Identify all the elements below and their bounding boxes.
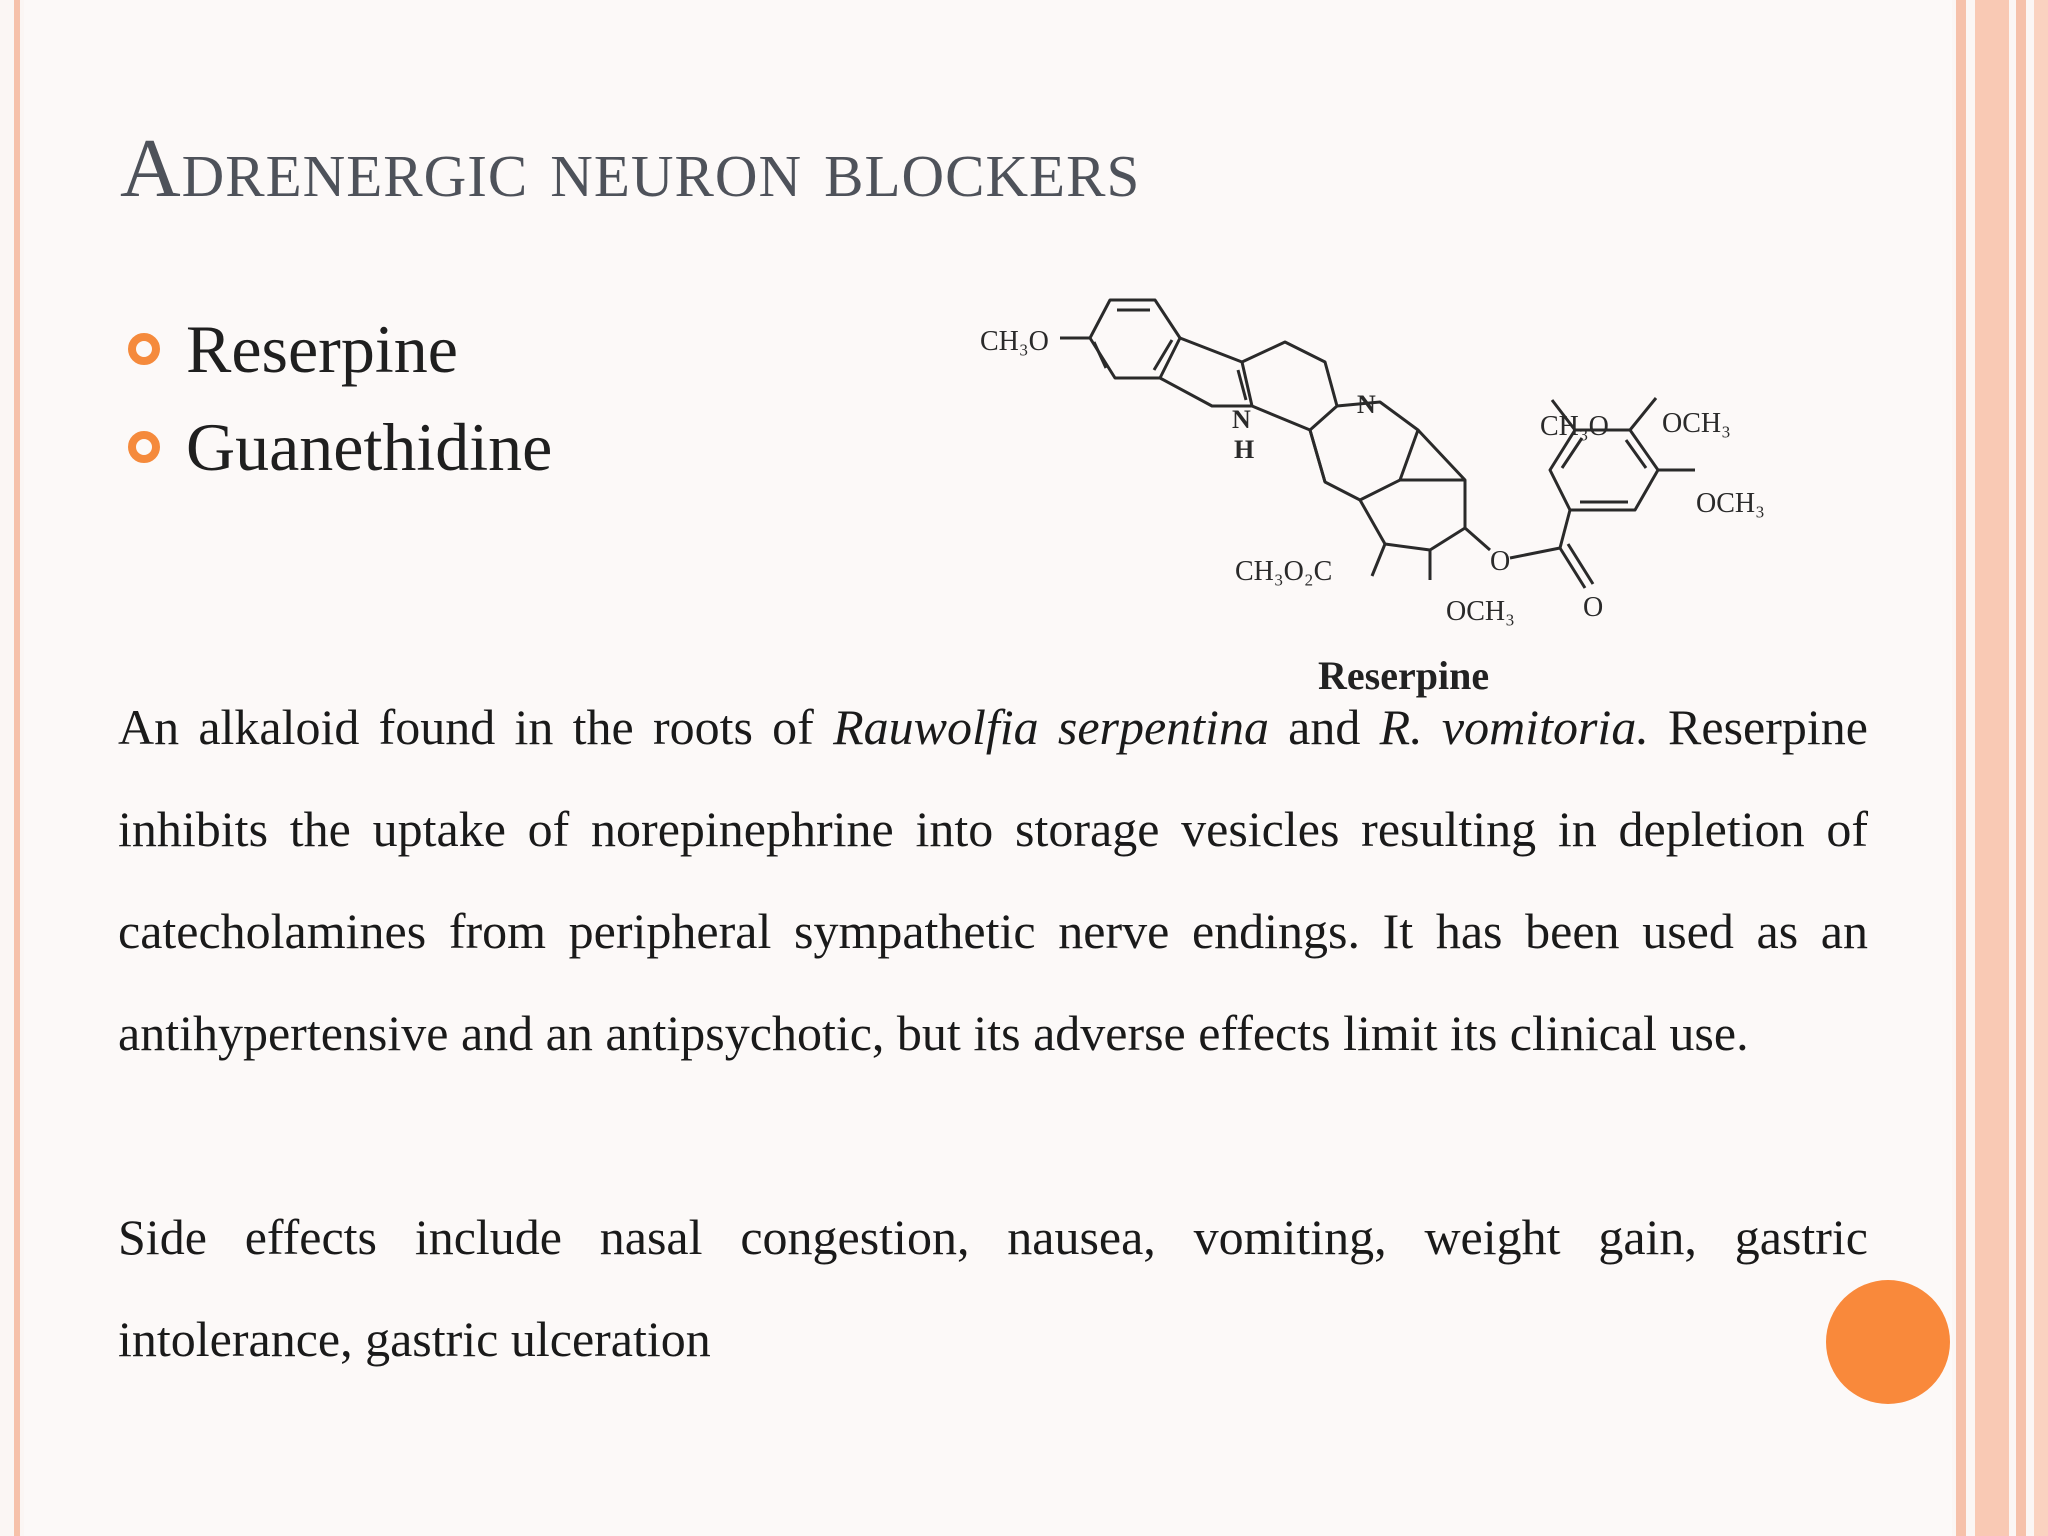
reserpine-structure-diagram: CH₃O N H N CH₃O OCH₃ OCH₃ CH₃O₂C OCH₃ O … — [980, 280, 1880, 710]
label-nh-n: N — [1232, 405, 1251, 434]
label-o-carbonyl: O — [1583, 592, 1603, 623]
right-border-stripe — [1956, 0, 1966, 1536]
ring-bullet-icon — [128, 431, 160, 463]
bullet-list: Reserpine Guanethidine — [128, 300, 552, 496]
bullet-item: Reserpine — [128, 300, 552, 398]
right-border-stripe — [2034, 0, 2048, 1536]
label-och3-bottom: OCH₃ — [1446, 596, 1515, 627]
left-border-stripe — [14, 0, 20, 1536]
bullet-text: Guanethidine — [186, 408, 553, 485]
label-nh-h: H — [1234, 435, 1254, 464]
side-effects-paragraph: Side effects include nasal congestion, n… — [118, 1209, 1868, 1367]
label-och3-top: OCH₃ — [1662, 408, 1731, 439]
label-ch3o-left: CH₃O — [980, 326, 1049, 357]
label-och3-right: OCH₃ — [1696, 488, 1765, 519]
right-border-stripe — [1975, 0, 2009, 1536]
slide-title: Adrenergic neuron blockers — [120, 122, 1141, 215]
bullet-text: Reserpine — [186, 310, 458, 387]
description-paragraph: An alkaloid found in the roots of Rauwol… — [118, 676, 1868, 1084]
chemical-structure-svg: CH₃O N H N CH₃O OCH₃ OCH₃ CH₃O₂C OCH₃ O … — [980, 298, 1765, 627]
label-o-link: O — [1490, 546, 1510, 577]
species-name: Rauwolfia serpentina — [833, 699, 1269, 755]
slide-content — [24, 0, 1952, 1536]
paragraph-text: An alkaloid found in the roots of — [118, 699, 834, 755]
right-border-stripe — [2016, 0, 2026, 1536]
species-name: R. vomitoria. — [1379, 699, 1649, 755]
label-ester: CH₃O₂C — [1235, 556, 1332, 587]
paragraph-text: and — [1268, 699, 1380, 755]
ring-bullet-icon — [128, 333, 160, 365]
structure-caption: Reserpine — [1318, 653, 1490, 698]
label-ch3o-right: CH₃O — [1540, 411, 1609, 442]
paragraph-text: Reserpine inhibits the uptake of norepin… — [118, 699, 1868, 1061]
label-n-ring: N — [1357, 390, 1376, 419]
bullet-item: Guanethidine — [128, 398, 552, 496]
decorative-circle — [1826, 1280, 1950, 1404]
